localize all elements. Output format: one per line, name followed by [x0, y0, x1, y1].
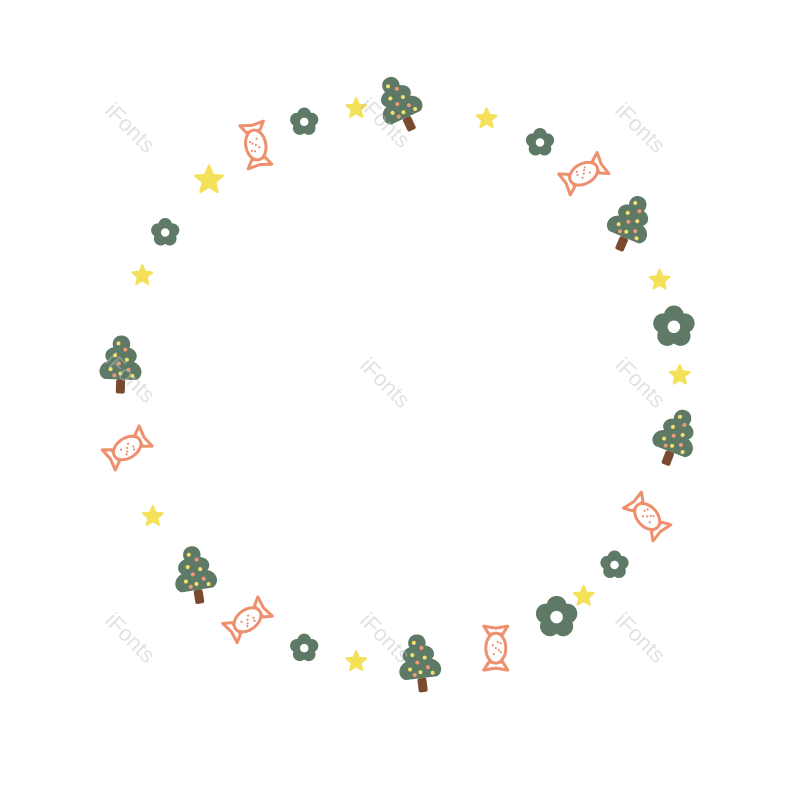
candy-icon [622, 490, 673, 543]
star-icon [193, 164, 225, 194]
flower-icon [535, 595, 578, 637]
candy-icon [221, 595, 274, 645]
candy-icon [238, 119, 274, 171]
flower-icon [653, 305, 695, 346]
star-icon [668, 363, 691, 385]
tree-icon [652, 409, 694, 466]
candy-icon [100, 424, 154, 472]
star-icon [475, 107, 498, 129]
tree-icon [99, 335, 142, 394]
star-icon [345, 650, 368, 672]
flower-icon [290, 633, 319, 662]
star-icon [648, 268, 671, 290]
tree-icon [175, 546, 218, 604]
star-icon [131, 264, 154, 286]
star-icon [345, 96, 368, 118]
candy-icon [557, 151, 611, 197]
tree-icon [606, 196, 649, 252]
flower-icon [290, 107, 319, 135]
tree-icon [381, 76, 423, 132]
star-icon [572, 584, 595, 606]
tree-icon [399, 634, 442, 693]
flower-icon [600, 550, 629, 578]
flower-icon [151, 218, 180, 246]
star-icon [141, 505, 164, 526]
flower-icon [525, 128, 555, 156]
candy-icon [482, 624, 510, 672]
